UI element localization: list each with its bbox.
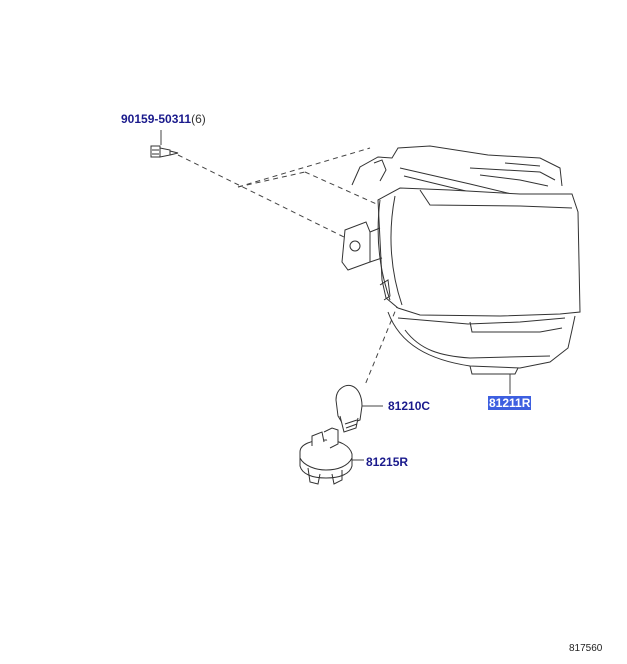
bolt-part-label[interactable]: 90159-50311(6)	[121, 112, 206, 126]
socket-part-label[interactable]: 81215R	[366, 455, 408, 469]
socket-drawing	[299, 427, 364, 485]
lamp-part-label-selected[interactable]: 81211R	[488, 396, 532, 410]
bolt-quantity: (6)	[191, 112, 206, 126]
lamp-part-number[interactable]: 81211R	[489, 396, 531, 410]
bulb-part-label[interactable]: 81210C	[388, 399, 430, 413]
bolt-part-number[interactable]: 90159-50311	[121, 112, 192, 126]
illustration-id: 817560	[569, 643, 603, 654]
lamp-assembly-drawing	[341, 145, 581, 394]
bulb-part-number[interactable]: 81210C	[388, 399, 431, 413]
bolt-drawing	[150, 130, 179, 158]
bulb-drawing	[335, 385, 383, 433]
socket-part-number[interactable]: 81215R	[366, 455, 409, 469]
